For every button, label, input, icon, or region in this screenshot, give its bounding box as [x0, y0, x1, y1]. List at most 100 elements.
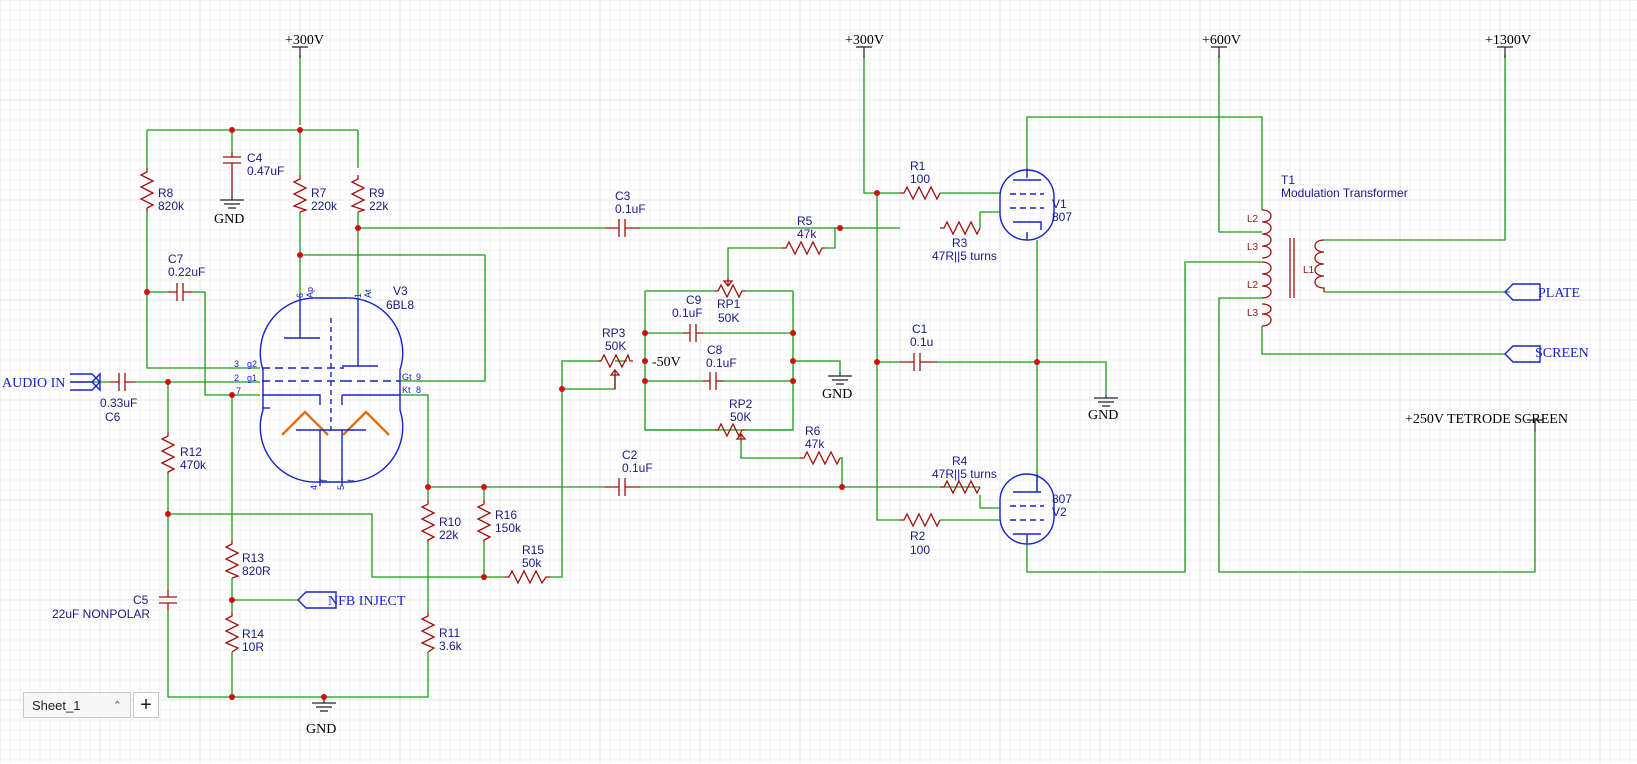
r9-ref: R9	[369, 186, 385, 200]
r11-value: 3.6k	[439, 639, 463, 653]
port-plate-label: PLATE	[1538, 286, 1580, 301]
r4-ref: R4	[952, 454, 968, 468]
chevron-up-icon[interactable]: ⌃	[112, 699, 122, 712]
v3-pin-g2: g2	[247, 359, 257, 369]
capacitors	[110, 152, 937, 610]
v2-value: 807	[1052, 492, 1072, 506]
r2-ref: R2	[910, 529, 926, 543]
r10-value: 22k	[439, 528, 459, 542]
add-icon: +	[140, 693, 152, 716]
t1-value: Modulation Transformer	[1281, 186, 1408, 200]
net-neg50v-label: -50V	[652, 355, 681, 370]
r7-ref: R7	[311, 186, 327, 200]
sheet-tab-label: Sheet_1	[32, 697, 81, 713]
v3-pin-8: 8	[416, 385, 421, 395]
r8-value: 820k	[158, 199, 185, 213]
r1-value: 100	[910, 172, 930, 186]
tube-v1	[999, 168, 1055, 241]
rp1-ref: RP1	[717, 297, 741, 311]
sheet-tab[interactable]: Sheet_1 ⌃	[23, 692, 131, 718]
v3-pin-gt: Gt	[402, 372, 412, 382]
v3-pin-2: 2	[234, 373, 239, 383]
r16-value: 150k	[495, 521, 522, 535]
gnd-label-bottom: GND	[306, 722, 336, 737]
r15-ref: R15	[522, 543, 544, 557]
v3-value: 6BL8	[386, 298, 414, 312]
c6-value: 0.33uF	[100, 396, 137, 410]
potentiometers	[598, 278, 747, 441]
v3-pin-f2: f	[346, 479, 356, 482]
junction-dots	[144, 127, 1040, 700]
t1-pin-l2-bottom: L2	[1247, 280, 1259, 291]
gnd-label-rp: GND	[822, 387, 852, 402]
c9-ref: C9	[686, 293, 702, 307]
rp2-value: 50K	[730, 410, 751, 424]
v3-pin-7: 7	[236, 386, 241, 396]
v3-pin-1: 1	[353, 293, 363, 298]
r14-value: 10R	[242, 640, 264, 654]
v2-ref: V2	[1052, 505, 1067, 519]
c8-value: 0.1uF	[706, 356, 737, 370]
r5-ref: R5	[797, 214, 813, 228]
t1-pin-l1: L1	[1303, 265, 1315, 276]
v3-pin-f1: f	[319, 479, 329, 482]
add-sheet-button[interactable]: +	[133, 692, 159, 718]
v3-pin-3: 3	[234, 359, 239, 369]
resistors	[139, 168, 981, 653]
labels: +300V +300V +600V +1300V GND GND GND GND…	[2, 33, 1589, 737]
r16-ref: R16	[495, 508, 517, 522]
c3-ref: C3	[615, 189, 631, 203]
v3-pin-6: 6	[295, 293, 305, 298]
power-label-1300v: +1300V	[1485, 33, 1531, 48]
r14-ref: R14	[242, 627, 264, 641]
c1-ref: C1	[912, 322, 928, 336]
r2-value: 100	[910, 543, 930, 557]
port-screen-label: SCREEN	[1535, 346, 1589, 361]
ground-symbols	[220, 195, 1118, 712]
v1-value: 807	[1052, 210, 1072, 224]
c7-ref: C7	[168, 252, 184, 266]
port-nfb-inject-label: NFB INJECT	[328, 594, 406, 609]
t1-pin-l3-top: L3	[1247, 242, 1259, 253]
rp2-ref: RP2	[729, 397, 753, 411]
r12-value: 470k	[180, 458, 207, 472]
c9-value: 0.1uF	[672, 306, 703, 320]
c2-value: 0.1uF	[622, 461, 653, 475]
c4-ref: C4	[247, 151, 263, 165]
v3-pin-at: At	[363, 289, 373, 298]
rp1-value: 50K	[718, 311, 739, 325]
t1-pin-l2-top: L2	[1247, 214, 1259, 225]
t1-pin-l3-bottom: L3	[1247, 308, 1259, 319]
c2-ref: C2	[622, 448, 638, 462]
r6-value: 47k	[805, 437, 825, 451]
c1-value: 0.1u	[910, 335, 933, 349]
r1-ref: R1	[910, 159, 926, 173]
c4-value: 0.47uF	[247, 164, 284, 178]
r5-value: 47k	[797, 227, 817, 241]
r3-value: 47R||5 turns	[932, 249, 997, 263]
r13-value: 820R	[242, 564, 271, 578]
c7-value: 0.22uF	[168, 265, 205, 279]
r11-ref: R11	[439, 626, 460, 640]
c5-ref: C5	[133, 593, 149, 607]
r12-ref: R12	[180, 445, 202, 459]
gnd-label-c1: GND	[1088, 408, 1118, 423]
c8-ref: C8	[707, 343, 723, 357]
c3-value: 0.1uF	[615, 202, 646, 216]
v1-ref: V1	[1052, 197, 1067, 211]
power-symbols	[292, 46, 1543, 432]
r3-ref: R3	[952, 236, 968, 250]
gnd-label-c4: GND	[214, 212, 244, 227]
net-tetrode-screen-label: +250V TETRODE SCREEN	[1405, 412, 1568, 427]
v3-ref: V3	[393, 284, 408, 298]
v3-pin-9: 9	[416, 372, 421, 382]
power-label-300v-2: +300V	[845, 33, 884, 48]
r13-ref: R13	[242, 551, 264, 565]
r7-value: 220k	[311, 199, 338, 213]
rp3-ref: RP3	[602, 326, 626, 340]
rp3-value: 50K	[605, 339, 626, 353]
r6-ref: R6	[805, 424, 821, 438]
r9-value: 22k	[369, 199, 389, 213]
